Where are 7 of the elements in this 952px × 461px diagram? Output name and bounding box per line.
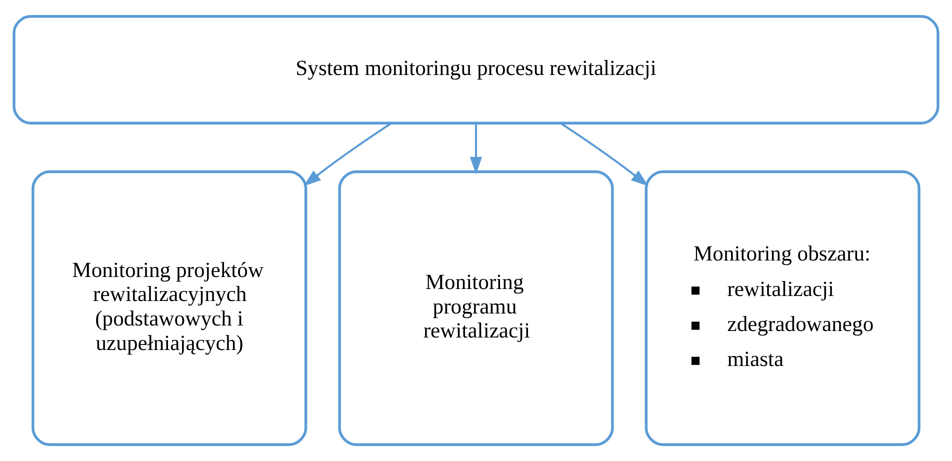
node-box: System monitoringu procesu rewitalizacji: [12, 15, 940, 124]
node-box: Monitoring projektów rewitalizacyjnych (podstawowych i uzupełniających): [32, 170, 308, 446]
arrow: [560, 122, 649, 186]
arrow: [303, 122, 392, 186]
node-box: Monitoring obszaru: rewitalizacji zdegradowanego miasta: [644, 170, 920, 446]
node-box: Monitoring programu rewitalizacji: [338, 170, 614, 446]
arrow: [470, 123, 482, 174]
